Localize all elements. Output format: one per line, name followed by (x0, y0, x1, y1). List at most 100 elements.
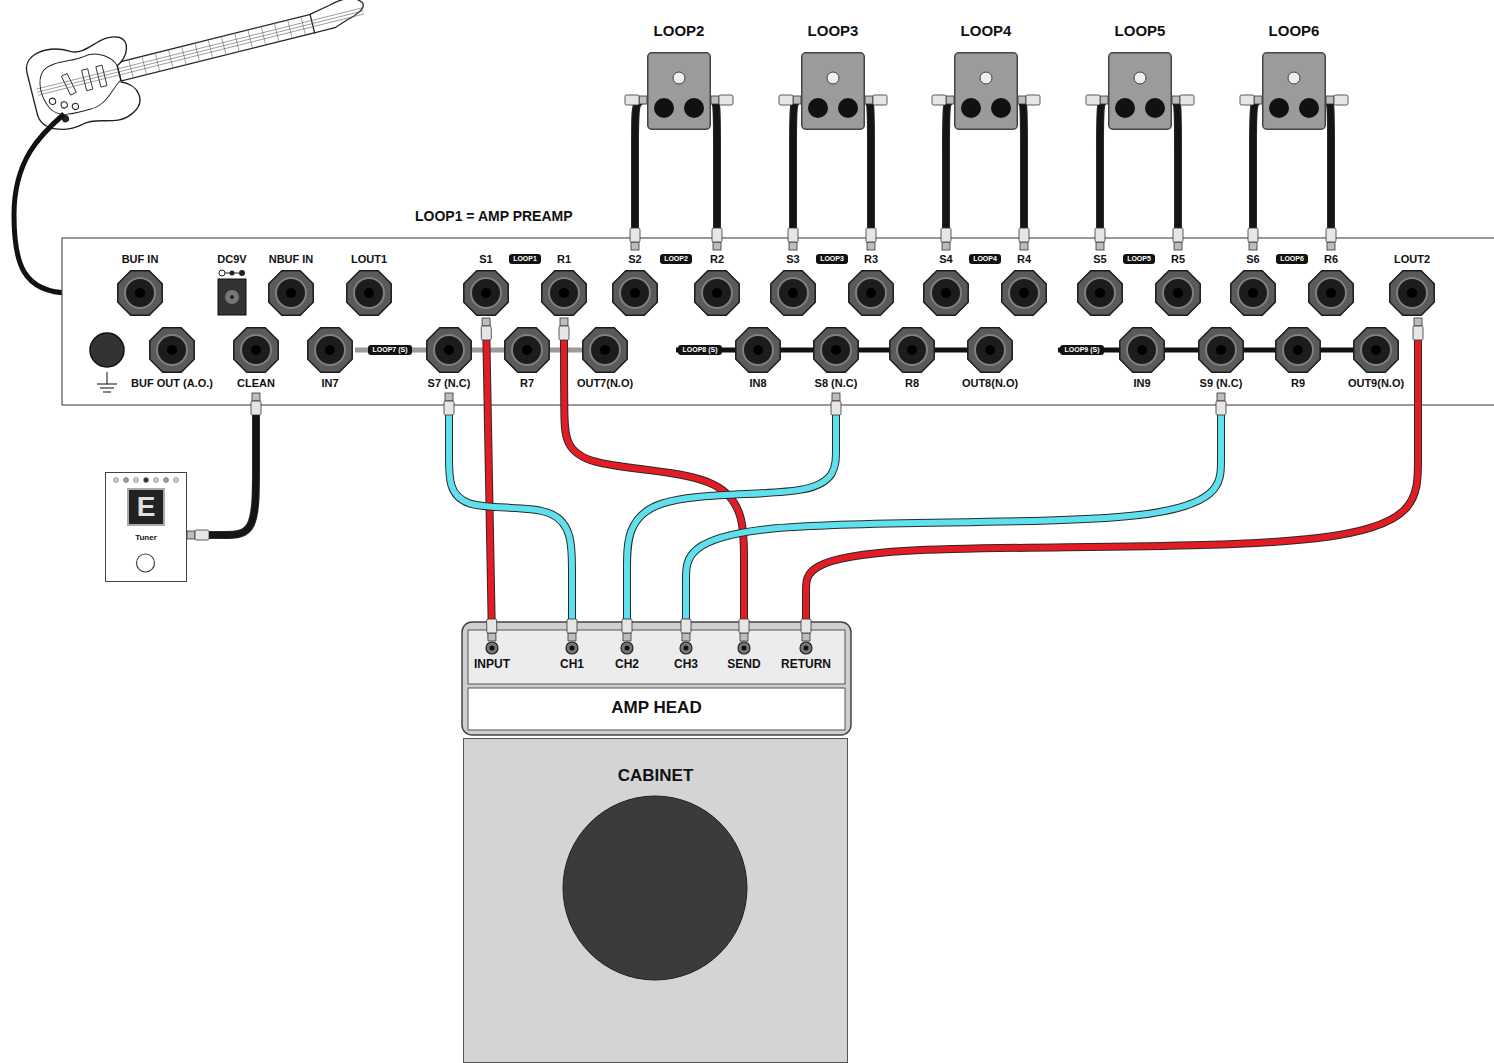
cable-plug (622, 619, 632, 641)
pedal-body-part (684, 98, 704, 118)
cable-plug-part (187, 531, 195, 539)
cable-plug (712, 228, 722, 250)
jack-icon-part (1173, 288, 1183, 298)
jack-icon-part (364, 288, 374, 298)
cable-plug-part (1217, 393, 1225, 401)
jack-icon-part (542, 271, 586, 315)
switcher-panel-face (62, 238, 1494, 405)
cable (1100, 100, 1108, 250)
jack-icon-part (1390, 271, 1434, 315)
jack: LOUT1 (344, 250, 394, 318)
jack-icon-part (613, 271, 657, 315)
cable-connector (486, 318, 492, 641)
cable-plug (711, 95, 733, 105)
amp-name: AMP HEAD (462, 698, 851, 718)
amp-jack-label: RETURN (781, 655, 831, 671)
jack-icon (305, 325, 355, 375)
guitar-illustration-part (37, 11, 363, 92)
pedal-body (954, 52, 1018, 130)
jack-icon-part (1085, 278, 1115, 308)
cable-connector (711, 100, 717, 250)
cable-plug-part (1413, 326, 1423, 340)
jack-icon (344, 268, 394, 318)
cable-plug-part (567, 619, 577, 633)
jack: S5 (1075, 250, 1125, 318)
cable-outline (946, 100, 954, 250)
cable-plug-part (630, 228, 640, 242)
jack: NBUF IN (266, 250, 316, 318)
cable-plug-part (831, 401, 841, 415)
tuner-name: Tuner (106, 533, 186, 543)
cable-plug (1248, 228, 1258, 250)
jack: R2 (692, 250, 742, 318)
cable-plug-part (195, 530, 209, 540)
cable-outline (1018, 100, 1024, 250)
jack-icon (1228, 268, 1278, 318)
cable-plug-part (1327, 242, 1335, 250)
ground-post (90, 333, 124, 367)
loop-tag: LOOP4 (969, 254, 1001, 264)
tuner-pedal: ETuner (105, 472, 187, 582)
pedal-body-part (1288, 72, 1300, 84)
jack-icon (502, 325, 552, 375)
cable-plug-part (481, 326, 491, 340)
loop-tag: LOOP9 (S) (1060, 345, 1103, 355)
tuner-body-art-part (134, 478, 139, 483)
loop-heading: LOOP6 (1269, 22, 1320, 40)
jack-icon-part (736, 328, 780, 372)
jack-label: BUF OUT (A.O.) (129, 375, 215, 393)
jack-icon-part (1019, 288, 1029, 298)
jack-label: R4 (1015, 250, 1033, 268)
jack-label: LOUT1 (349, 250, 389, 268)
jack: S4 (921, 250, 971, 318)
jack-icon (733, 325, 783, 375)
jack-icon (1351, 325, 1401, 375)
cable-plug-part (712, 228, 722, 242)
jack-icon (580, 325, 630, 375)
jack-icon (1273, 325, 1323, 375)
cable-outline (1100, 100, 1108, 250)
cable (793, 100, 801, 250)
jack-icon-part (1002, 271, 1046, 315)
jack-icon-part (325, 345, 335, 355)
amp-jack: CH2 (615, 641, 639, 671)
jack-label: NBUF IN (267, 250, 316, 268)
jack-icon (1387, 268, 1437, 318)
amp-jack-icon-part (680, 642, 692, 654)
panel-heading: LOOP1 = AMP PREAMP (415, 208, 573, 225)
jack-label: CLEAN (235, 375, 277, 393)
jack-icon-part (1238, 278, 1268, 308)
cable-plug-part (788, 228, 798, 242)
cable-plug-part (1216, 401, 1226, 415)
guitar-illustration-part (38, 14, 364, 95)
jack-label: S8 (N.C) (813, 375, 860, 393)
cable-plug-part (482, 318, 490, 326)
jack-icon-part (975, 335, 1005, 365)
cable (187, 393, 256, 535)
effect-pedal: LOOP2 (647, 22, 711, 130)
jack-icon-part (315, 335, 345, 365)
pedal-body-part (802, 53, 865, 130)
pedal-body-part (654, 98, 674, 118)
cable-plug (941, 228, 951, 250)
power-jack-icon (207, 268, 257, 318)
amp-jack-icon-part (566, 642, 578, 654)
cable-plug-part (1334, 95, 1348, 105)
cable (686, 393, 1221, 641)
jack-icon (610, 268, 660, 318)
amp-jack-icon-part (683, 646, 688, 651)
pedal-body-part (961, 98, 981, 118)
jack-icon-part (1283, 335, 1313, 365)
jack-icon (692, 268, 742, 318)
jack-icon (424, 325, 474, 375)
jack: S7 (N.C) (424, 325, 474, 393)
jack-icon (768, 268, 818, 318)
jack-icon-part (1309, 271, 1353, 315)
jack-icon-part (1371, 345, 1381, 355)
cable-plug (251, 393, 261, 415)
jack-icon (965, 325, 1015, 375)
jack-icon (115, 268, 165, 318)
cable-plug-part (487, 619, 497, 633)
amp-jack: CH1 (560, 641, 584, 671)
jack-icon-part (276, 278, 306, 308)
